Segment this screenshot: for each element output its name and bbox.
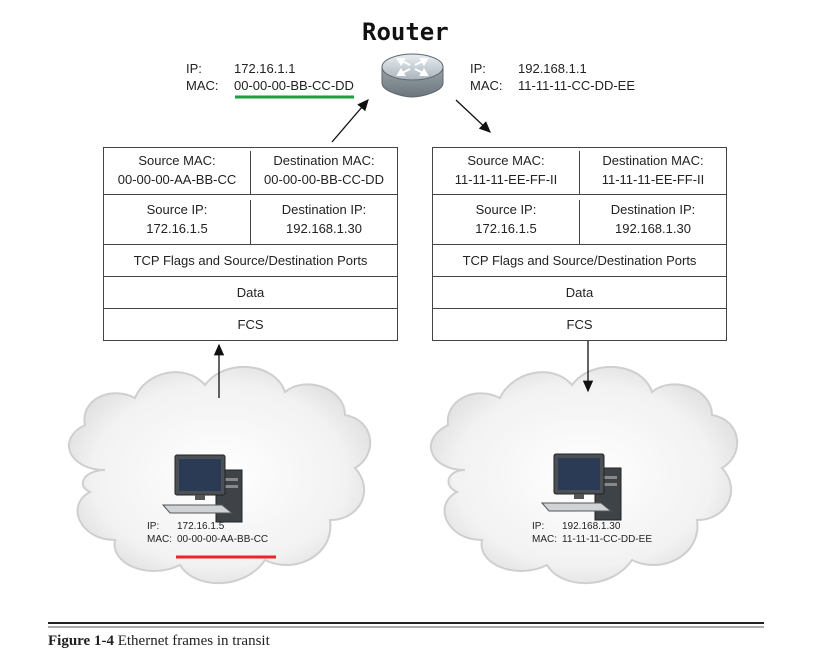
data-field: Data [565,285,594,300]
ip-label: IP: [532,521,545,532]
ip-label: IP: [186,61,202,76]
arrow-to-router [331,99,369,143]
router-left-mac: 00-00-00-BB-CC-DD [234,78,354,93]
router-icon [381,53,444,98]
pc-right-mac: 11-11-11-CC-DD-EE [562,534,653,545]
tcp-field: TCP Flags and Source/Destination Ports [462,253,697,268]
ethernet-frame-left: Source MAC: 00-00-00-AA-BB-CC Destinatio… [103,147,398,341]
source-mac-cell: Source MAC: 00-00-00-AA-BB-CC [104,151,250,194]
pc-left-info: IP: 172.16.1.5 MAC: 00-00-00-AA-BB-CC [147,520,268,546]
destination-mac-value: 00-00-00-BB-CC-DD [264,172,384,187]
destination-mac-label: Destination MAC: [602,153,704,168]
pc-left-ip: 172.16.1.5 [177,521,225,532]
source-mac-cell: Source MAC: 11-11-11-EE-FF-II [433,151,579,194]
source-ip-label: Source IP: [475,202,537,217]
data-row: Data [104,277,397,309]
destination-ip-value: 192.168.1.30 [286,221,362,236]
ip-row: Source IP: 172.16.1.5 Destination IP: 19… [104,195,397,245]
pc-right-info: IP: 192.168.1.30 MAC: 11-11-11-CC-DD-EE [532,520,652,546]
mac-label: MAC: [532,534,557,545]
router-left-interface: IP: 172.16.1.1 MAC: 00-00-00-BB-CC-DD [186,60,354,94]
mac-row: Source MAC: 00-00-00-AA-BB-CC Destinatio… [104,148,397,195]
destination-mac-value: 11-11-11-EE-FF-II [601,172,705,187]
fcs-field: FCS [566,317,593,332]
fcs-row: FCS [104,309,397,340]
figure-label: Figure 1-4 [48,633,114,649]
destination-mac-label: Destination MAC: [273,153,375,168]
mac-label: MAC: [470,78,503,93]
fcs-field: FCS [237,317,264,332]
destination-ip-value: 192.168.1.30 [615,221,691,236]
desktop-computer-icon [161,454,243,523]
desktop-computer-icon [540,453,622,521]
destination-ip-cell: Destination IP: 192.168.1.30 [250,200,397,244]
destination-ip-cell: Destination IP: 192.168.1.30 [579,200,726,244]
tcp-row: TCP Flags and Source/Destination Ports [433,245,726,277]
pc-right-ip: 192.168.1.30 [562,521,621,532]
ip-row: Source IP: 172.16.1.5 Destination IP: 19… [433,195,726,245]
pc-left-mac: 00-00-00-AA-BB-CC [177,534,269,545]
tcp-row: TCP Flags and Source/Destination Ports [104,245,397,277]
source-mac-label: Source MAC: [138,153,216,168]
router-right-interface: IP: 192.168.1.1 MAC: 11-11-11-CC-DD-EE [470,60,635,94]
data-row: Data [433,277,726,309]
figure-caption-text: Ethernet frames in transit [117,633,270,649]
destination-ip-label: Destination IP: [610,202,696,217]
ip-label: IP: [470,61,486,76]
source-ip-cell: Source IP: 172.16.1.5 [433,200,579,244]
arrow-from-router [455,99,491,133]
tcp-field: TCP Flags and Source/Destination Ports [133,253,368,268]
destination-mac-cell: Destination MAC: 11-11-11-EE-FF-II [579,151,726,194]
router-title: Router [362,18,449,46]
ip-label: IP: [147,521,160,532]
data-field: Data [236,285,265,300]
mac-label: MAC: [147,534,172,545]
mac-row: Source MAC: 11-11-11-EE-FF-II Destinatio… [433,148,726,195]
source-ip-value: 172.16.1.5 [475,221,537,236]
source-ip-label: Source IP: [146,202,208,217]
source-mac-value: 00-00-00-AA-BB-CC [117,172,237,187]
source-mac-value: 11-11-11-EE-FF-II [454,172,558,187]
router-right-mac: 11-11-11-CC-DD-EE [518,78,636,93]
destination-mac-cell: Destination MAC: 00-00-00-BB-CC-DD [250,151,397,194]
figure-caption: Figure 1-4 Ethernet frames in transit [48,633,270,650]
source-ip-value: 172.16.1.5 [146,221,208,236]
source-ip-cell: Source IP: 172.16.1.5 [104,200,250,244]
destination-ip-label: Destination IP: [281,202,367,217]
router-left-ip: 172.16.1.1 [234,61,296,76]
ethernet-frame-right: Source MAC: 11-11-11-EE-FF-II Destinatio… [432,147,727,341]
fcs-row: FCS [433,309,726,340]
router-right-ip: 192.168.1.1 [518,61,587,76]
source-mac-label: Source MAC: [467,153,545,168]
mac-label: MAC: [186,78,219,93]
